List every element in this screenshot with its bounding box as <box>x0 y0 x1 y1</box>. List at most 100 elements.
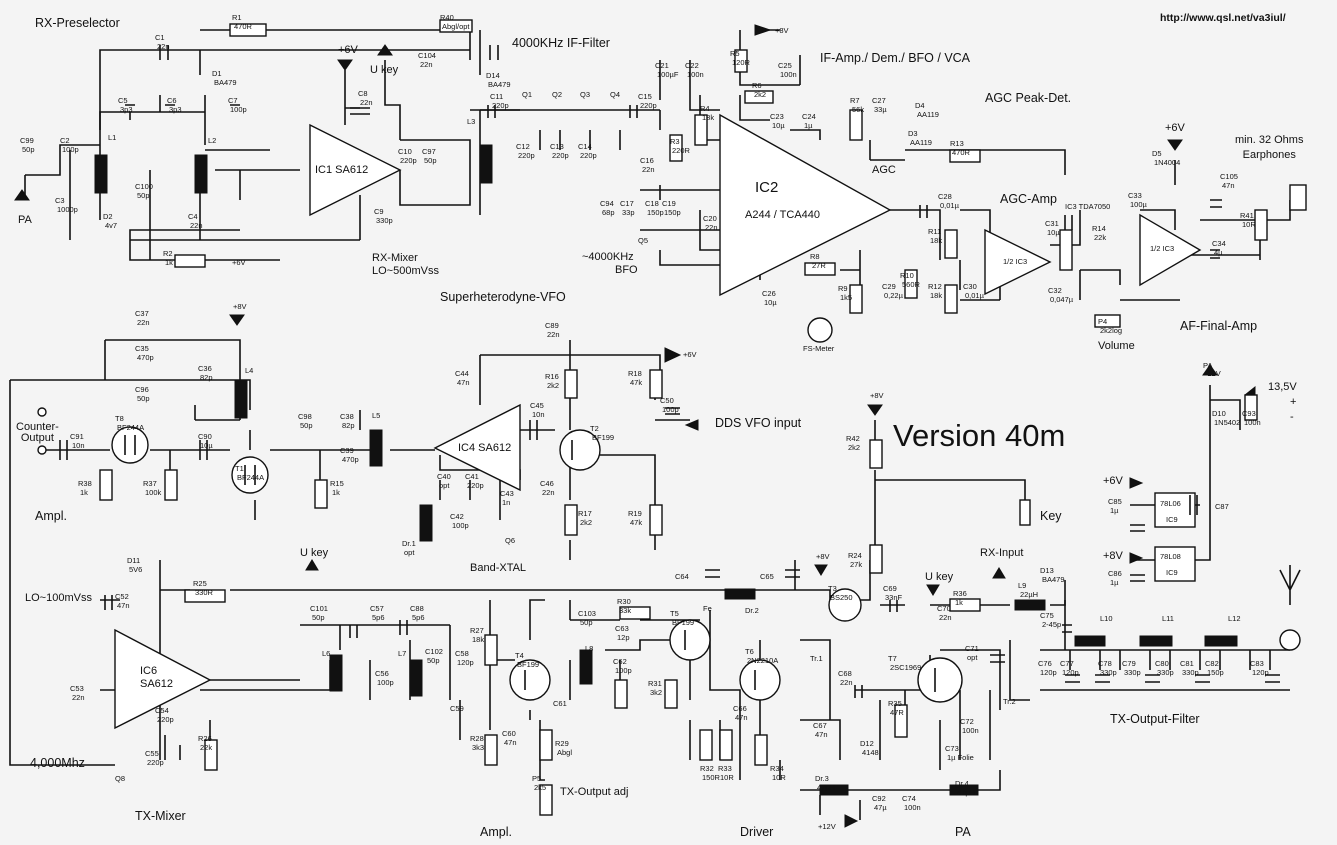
component-value: 2k2 <box>547 381 560 390</box>
component-ref: D10 <box>1212 409 1226 418</box>
component-value: 10µ <box>764 298 777 307</box>
component-value: 3p3 <box>169 105 182 114</box>
component-value: 33nF <box>885 593 903 602</box>
component-value: 220p <box>467 481 484 490</box>
component-value: 2k2log <box>1100 326 1123 335</box>
component-value: 47n <box>504 738 517 747</box>
component-ref: L11 <box>1162 614 1174 623</box>
component-value: 150R <box>702 773 720 782</box>
component-value: 50p <box>427 656 440 665</box>
version-title: Version 40m <box>893 418 1066 453</box>
component-ref: C88 <box>410 604 424 613</box>
component-ref: R41 <box>1240 211 1254 220</box>
component-ref: R14 <box>1092 224 1106 233</box>
label-af-final: AF-Final-Amp <box>1180 319 1258 333</box>
component-ref: C28 <box>938 192 952 201</box>
component-ref: Dr.3 <box>815 774 829 783</box>
component-ref: R40 <box>440 13 454 22</box>
component-ref: T6 <box>745 647 754 656</box>
component-ref: C29 <box>882 282 896 291</box>
component-value: 10n <box>72 441 85 450</box>
label-driver: Driver <box>740 825 774 839</box>
component-value: 22µH <box>1020 590 1039 599</box>
component-ref: C16 <box>640 156 654 165</box>
component-ref: C97 <box>422 147 436 156</box>
url-header[interactable]: http://www.qsl.net/va3iul/ <box>1160 12 1286 24</box>
component-ref: R3 <box>670 137 680 146</box>
component-ref: L5 <box>372 411 381 420</box>
component-value: 3k2 <box>650 688 663 697</box>
component-ref: D13 <box>1040 566 1054 575</box>
component-value: AA119 <box>910 138 932 147</box>
component-ref: C11 <box>490 92 504 101</box>
component-value: 47k <box>630 518 643 527</box>
component-ref: C30 <box>963 282 977 291</box>
component-value: 10µ <box>200 441 213 450</box>
component-ref: R11 <box>928 227 942 236</box>
component-value: 0,047µ <box>1050 295 1074 304</box>
component-value: 47n <box>457 378 470 387</box>
component-ref: P5 <box>532 774 542 783</box>
component-ref: C60 <box>502 729 516 738</box>
component-ref: R30 <box>617 597 631 606</box>
component-ref: C46 <box>540 479 554 488</box>
component-value: 1N4004 <box>1154 158 1181 167</box>
component-ref: C18 <box>645 199 659 208</box>
ic9a-ref: IC9 <box>1166 515 1178 524</box>
component-ref: L9 <box>1018 581 1027 590</box>
supply-ukey-rx: U key <box>925 571 954 583</box>
supply-v12-bottom: +12V <box>818 822 836 831</box>
supply-v8-reg: +8V <box>1103 550 1123 562</box>
supply-v6-r2: +6V <box>232 258 246 267</box>
component-value: 50p <box>22 145 35 154</box>
component-ref: L2 <box>208 136 217 145</box>
component-ref: C72 <box>960 717 974 726</box>
component-ref: C25 <box>778 61 792 70</box>
component-value: 100p <box>662 405 679 414</box>
component-ref: C63 <box>615 624 629 633</box>
component-ref: C7 <box>228 96 238 105</box>
component-value: 100p <box>615 666 632 675</box>
component-value: 47µH <box>957 788 976 797</box>
component-ref: C13 <box>550 142 564 151</box>
component-value: 470p <box>137 353 154 362</box>
component-ref: C67 <box>813 721 827 730</box>
component-ref: C100 <box>135 182 153 191</box>
component-ref: D5 <box>1152 149 1162 158</box>
component-ref: R32 <box>700 764 714 773</box>
ic4-symbol <box>433 403 521 492</box>
component-value: 47n <box>815 730 828 739</box>
component-ref: C78 <box>1098 659 1112 668</box>
component-value: 47k <box>630 378 643 387</box>
component-ref: R13 <box>950 139 964 148</box>
component-ref: C91 <box>70 432 84 441</box>
component-value: 100k <box>145 488 162 497</box>
component-value: 50p <box>137 191 150 200</box>
component-value: 2-45p <box>1042 620 1062 629</box>
component-value: 330p <box>376 216 393 225</box>
component-value: 1k <box>955 598 963 607</box>
component-value: 2N2210A <box>747 656 779 665</box>
component-ref: Q3 <box>580 90 591 99</box>
component-value: BF199 <box>672 618 695 627</box>
component-ref: C21 <box>655 61 669 70</box>
component-ref: C93 <box>1242 409 1256 418</box>
component-value: 100µF <box>657 70 679 79</box>
component-ref: R33 <box>718 764 732 773</box>
component-ref: C12 <box>516 142 530 151</box>
label-crystal-freq: 4,000Mhz <box>30 756 85 770</box>
component-ref: D11 <box>127 556 141 565</box>
ic9b-label: 78L08 <box>1160 552 1181 561</box>
component-ref: R5 <box>730 49 740 58</box>
transistor-symbols <box>111 426 963 703</box>
ic4-label: IC4 SA612 <box>458 442 512 454</box>
component-ref: C39 <box>340 446 354 455</box>
component-value: 100n <box>1244 418 1261 427</box>
component-value: 56k <box>852 105 865 114</box>
component-ref: C73 <box>945 744 959 753</box>
component-ref: C102 <box>425 647 443 656</box>
component-value: 100n <box>687 70 704 79</box>
component-value: 22n <box>542 488 555 497</box>
component-value: 22k <box>1094 233 1107 242</box>
component-ref: C53 <box>70 684 84 693</box>
